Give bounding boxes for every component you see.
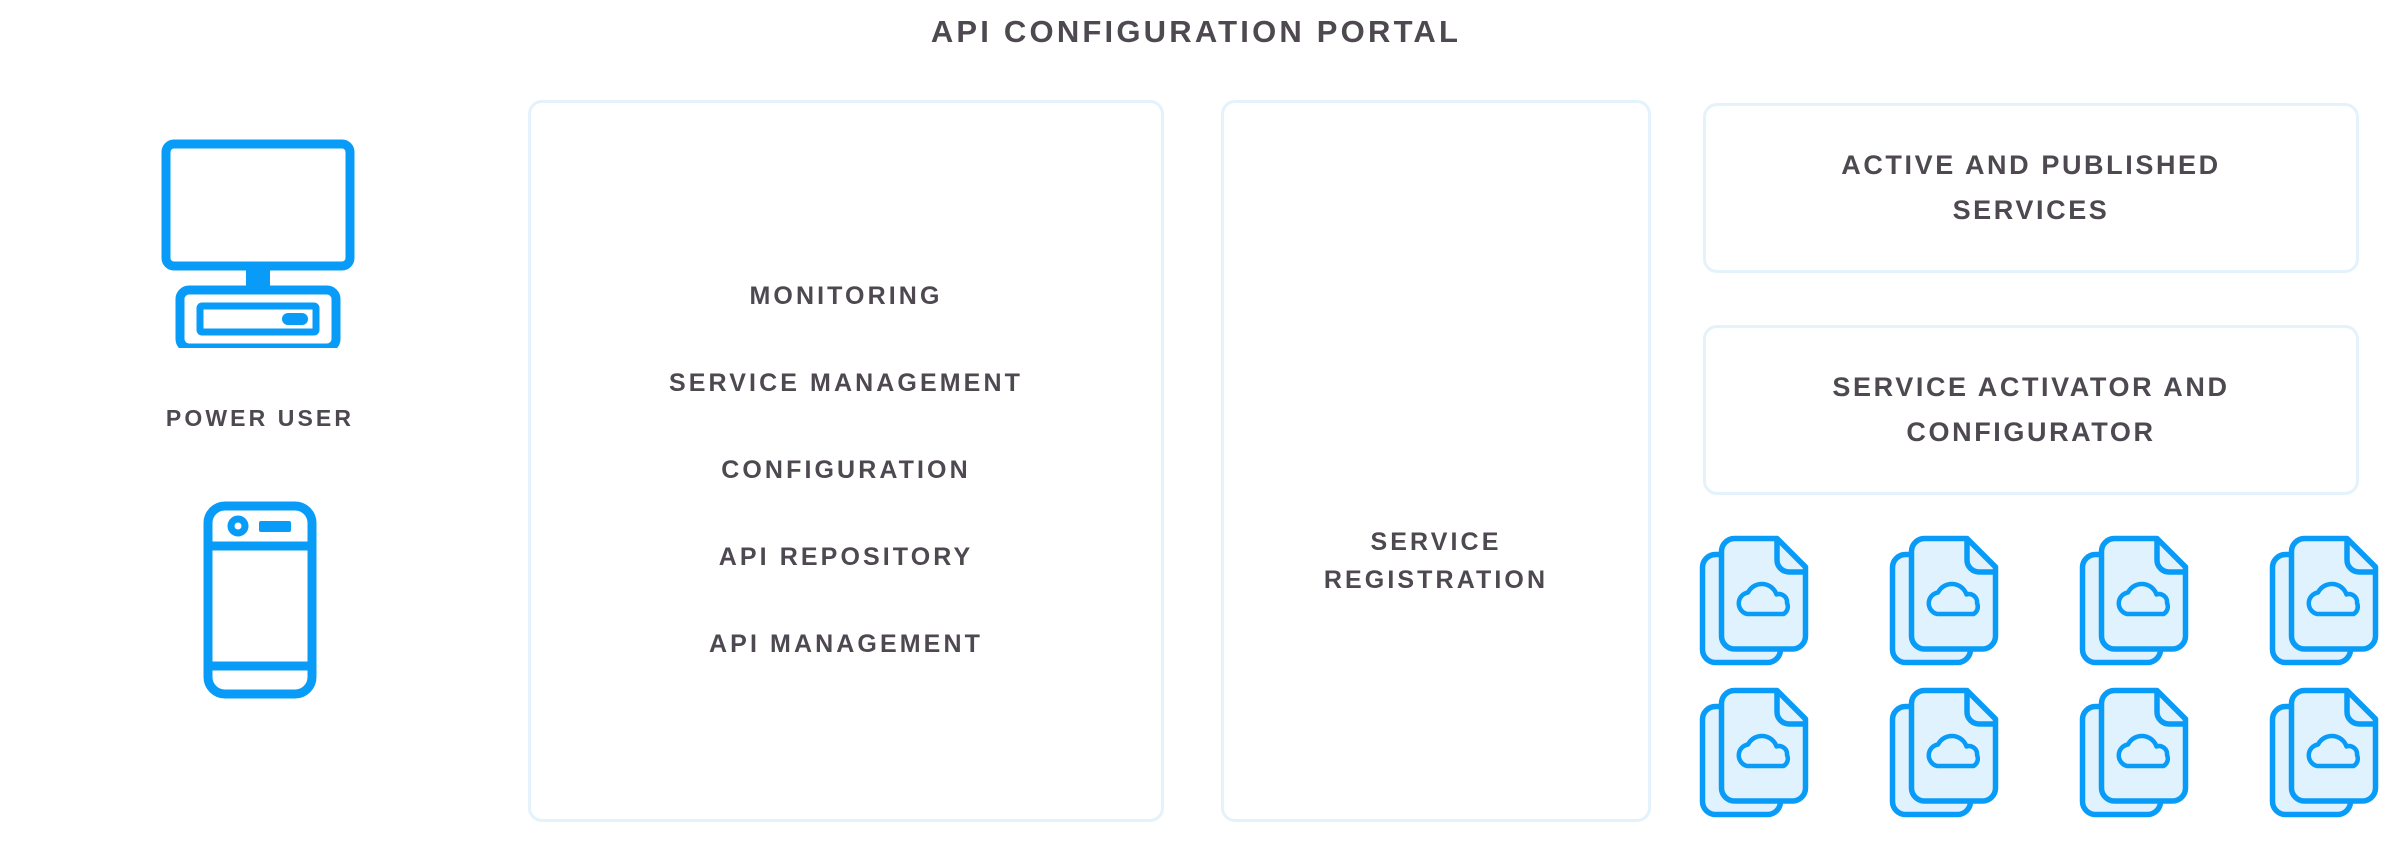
capability-list: MONITORING SERVICE MANAGEMENT CONFIGURAT… [531,253,1161,688]
cloud-document-icon [1889,687,1999,818]
capabilities-panel: MONITORING SERVICE MANAGEMENT CONFIGURAT… [528,100,1164,822]
cloud-document-icon [2269,687,2379,818]
service-activator-configurator-line-1: SERVICE ACTIVATOR AND [1832,372,2230,402]
active-published-services-label: ACTIVE AND PUBLISHED SERVICES [1819,143,2243,233]
service-activator-configurator-label: SERVICE ACTIVATOR AND CONFIGURATOR [1810,365,2251,455]
cloud-document-item-6[interactable] [1887,684,2077,836]
capability-item-configuration[interactable]: CONFIGURATION [721,456,971,484]
service-registration-panel: SERVICE REGISTRATION [1221,100,1651,822]
service-registration-label-line-2: REGISTRATION [1323,566,1549,594]
active-published-services-line-2: SERVICES [1952,195,2110,225]
cloud-document-item-3[interactable] [2077,532,2267,684]
cloud-document-item-2[interactable] [1887,532,2077,684]
service-registration-label-line-1: SERVICE [1370,528,1502,556]
cloud-document-item-8[interactable] [2267,684,2392,836]
desktop-computer-icon [161,139,355,348]
cloud-document-icon [2079,687,2189,818]
cloud-document-grid [1697,532,2392,836]
cloud-document-item-1[interactable] [1697,532,1887,684]
cloud-document-item-4[interactable] [2267,532,2392,684]
service-activator-configurator-box[interactable]: SERVICE ACTIVATOR AND CONFIGURATOR [1703,325,2359,495]
cloud-document-item-5[interactable] [1697,684,1887,836]
capability-item-service-management[interactable]: SERVICE MANAGEMENT [669,369,1023,397]
cloud-document-icon [1889,535,1999,666]
cloud-document-icon [2079,535,2189,666]
page-title: API CONFIGURATION PORTAL [930,14,1462,49]
capability-item-monitoring[interactable]: MONITORING [749,282,943,310]
service-registration-label: SERVICE REGISTRATION [1224,523,1648,599]
active-published-services-line-1: ACTIVE AND PUBLISHED [1841,150,2221,180]
service-activator-configurator-line-2: CONFIGURATOR [1906,417,2156,447]
active-published-services-box[interactable]: ACTIVE AND PUBLISHED SERVICES [1703,103,2359,273]
capability-item-api-management[interactable]: API MANAGEMENT [709,630,983,658]
cloud-document-icon [2269,535,2379,666]
cloud-document-icon [1699,687,1809,818]
mobile-phone-icon [203,501,317,699]
cloud-document-icon [1699,535,1809,666]
actor-column: POWER USER [100,130,420,699]
desktop-icon-wrapper [100,130,420,350]
actor-label: POWER USER [165,405,355,431]
capability-item-api-repository[interactable]: API REPOSITORY [718,543,974,571]
cloud-document-item-7[interactable] [2077,684,2267,836]
